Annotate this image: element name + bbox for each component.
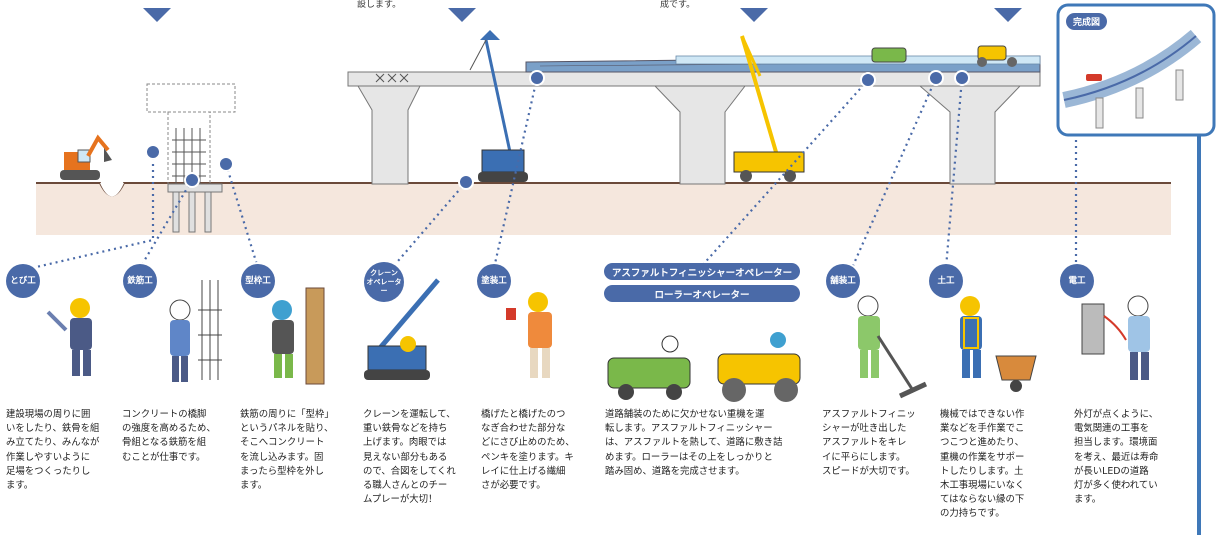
job-badge-denki: 電工 [1060,264,1094,298]
top-text-fragment-1: 設します。 [357,0,402,10]
job-desc-denki: 外灯が点くように、電気関連の工事を担当します。環境面 を考え、最近は寿命が長いL… [1074,409,1159,506]
pointer-triangles [143,8,1022,22]
job-desc-hosou: アスファルトフィニッシャーが吐き出したアスファルトをキレ イに平らにします。スピ… [822,409,916,477]
job-badge-tekkin: 鉄筋工 [123,264,157,298]
completed-label: 完成図 [1066,13,1108,30]
leader-lines [31,77,1078,270]
crawler-crane [469,30,528,182]
completed-view [1056,3,1216,137]
job-desc-crane: クレーンを運転して、重い鉄骨などを持ち上げます。肉眼では 見えない部分もあるので… [363,409,456,506]
job-desc-tobi: 建設現場の周りに囲いをしたり、鉄骨を組み立てたり、みんなが 作業しやすいように足… [6,409,100,492]
top-text-fragment-2: 成です。 [660,0,696,10]
job-badge-crane: クレーン オペレーター [364,262,404,302]
job-badge-katawaku: 型枠工 [241,264,275,298]
job-desc-asphalt: 道路舗装のために欠かせない重機を運転します。アスファルトフィニッシャーは、アスフ… [605,409,783,477]
elevated-highway [347,45,1041,185]
job-desc-tosou: 橋げたと橋げたのつなぎ合わせた部分などにさび止めのため、 ペンキを塗ります。キレ… [481,409,575,492]
job-badge-tobi: とび工 [6,264,40,298]
job-desc-tekkin: コンクリートの橋脚の強度を高めるため、骨組となる鉄筋を組むことが仕事です。 [122,409,216,463]
truck-crane [733,35,805,182]
ground [36,182,1171,235]
job-badge-doko: 土工 [929,264,963,298]
job-badge-tosou: 塗装工 [477,264,511,298]
job-desc-katawaku: 鉄筋の周りに「型枠」というパネルを貼り、そこへコンクリート を流し込みます。固ま… [240,409,334,492]
job-badge-hosou: 舗装工 [826,264,860,298]
pier-under-construction [146,83,236,233]
excavator [60,134,112,180]
asphalt-finisher-label: アスファルトフィニッシャーオペレーター [604,263,800,280]
roller-operator-label: ローラーオペレーター [604,285,800,302]
job-desc-doko: 機械ではできない作業などを手作業でこつこつと進めたり、 重機の作業をサポートした… [940,409,1025,520]
worker-figures [46,278,1150,402]
